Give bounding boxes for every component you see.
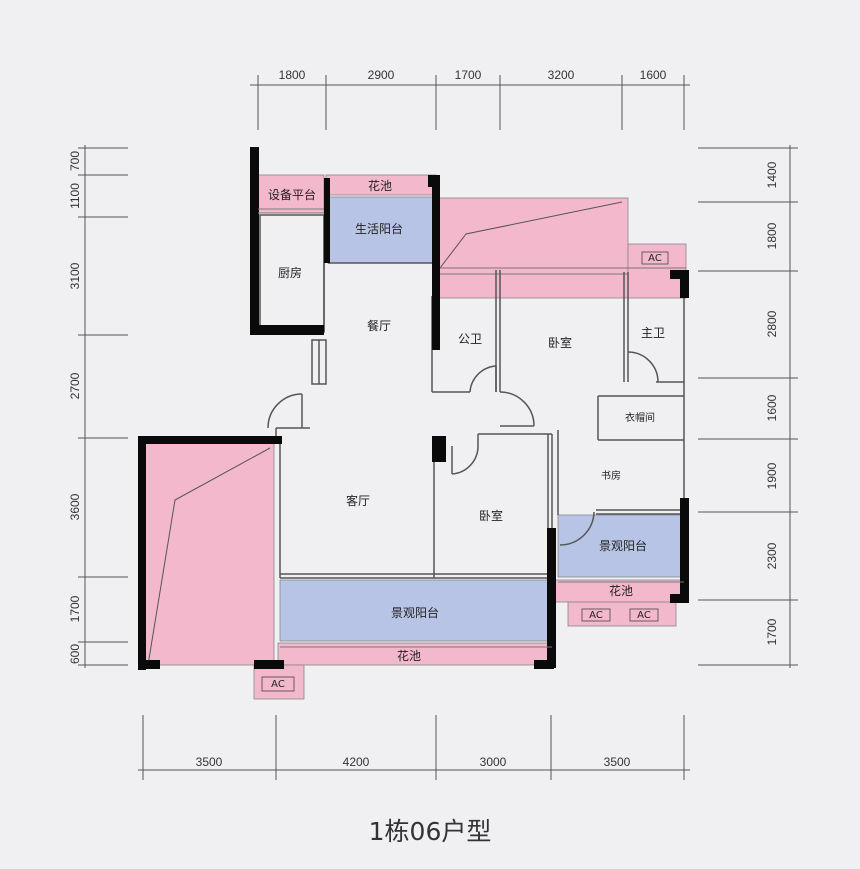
rail-lines xyxy=(438,267,686,275)
window-lines xyxy=(258,208,684,648)
dim-top-4: 3200 xyxy=(548,68,575,82)
dim-bottom-4: 3500 xyxy=(604,755,631,769)
ac-label: AC xyxy=(589,610,603,621)
room-view-balcony-right: 景观阳台 xyxy=(599,538,647,553)
room-bedroom-south: 卧室 xyxy=(479,508,503,523)
room-utility-balcony: 生活阳台 xyxy=(355,221,403,236)
blue-areas xyxy=(279,196,685,642)
room-living: 客厅 xyxy=(346,493,370,508)
dim-right-3: 2800 xyxy=(765,310,779,337)
pink-areas xyxy=(142,174,687,700)
slope-lines xyxy=(147,201,623,666)
dim-top-1: 1800 xyxy=(279,68,306,82)
room-public-bath: 公卫 xyxy=(458,332,482,346)
dim-left-7: 600 xyxy=(68,644,82,664)
dim-right-7: 1700 xyxy=(765,618,779,645)
dim-right-2: 1800 xyxy=(765,222,779,249)
exterior-walls xyxy=(138,147,689,670)
room-master-bath: 主卫 xyxy=(641,326,665,340)
ac-label: AC xyxy=(648,253,662,264)
dim-bottom-1: 3500 xyxy=(196,755,223,769)
dim-bottom-2: 4200 xyxy=(343,755,370,769)
room-view-balcony-main: 景观阳台 xyxy=(391,605,439,620)
dim-left-4: 2700 xyxy=(68,372,82,399)
dimension-lines xyxy=(78,75,798,780)
dim-left-5: 3600 xyxy=(68,493,82,520)
north-balcony-area xyxy=(437,197,629,299)
room-planter-bottom: 花池 xyxy=(397,648,421,663)
dim-top-2: 2900 xyxy=(368,68,395,82)
ac-label: AC xyxy=(271,679,285,690)
room-planter-right: 花池 xyxy=(609,583,633,598)
dim-left-6: 1700 xyxy=(68,595,82,622)
dim-top-3: 1700 xyxy=(455,68,482,82)
view-balcony-main-area xyxy=(279,579,553,642)
ac-platform-sw xyxy=(253,664,305,700)
equipment-platform-area xyxy=(257,174,325,214)
view-balcony-right-area xyxy=(557,514,685,578)
dim-right-5: 1900 xyxy=(765,462,779,489)
dim-bottom-3: 3000 xyxy=(480,755,507,769)
ac-label: AC xyxy=(637,610,651,621)
room-planter-top: 花池 xyxy=(368,178,392,193)
dim-left-3: 3100 xyxy=(68,262,82,289)
plan-caption: 1栋06户型 xyxy=(368,817,492,846)
room-equipment-platform: 设备平台 xyxy=(268,187,316,202)
room-study: 书房 xyxy=(601,469,621,482)
room-dining: 餐厅 xyxy=(367,318,391,333)
ac-icon xyxy=(581,608,611,622)
dim-right-6: 2300 xyxy=(765,542,779,569)
dim-left-2: 1100 xyxy=(68,183,82,209)
dim-left-1: 700 xyxy=(68,151,82,171)
room-kitchen: 厨房 xyxy=(278,265,302,280)
ac-icon xyxy=(641,251,669,265)
room-bedroom-north: 卧室 xyxy=(548,335,572,350)
southwest-terrace xyxy=(142,439,275,666)
ac-platform-se xyxy=(567,601,677,627)
ac-icon xyxy=(261,676,295,692)
ac-units xyxy=(261,251,669,692)
dim-right-1: 1400 xyxy=(765,161,779,188)
dim-top-5: 1600 xyxy=(640,68,667,82)
room-closet: 衣帽间 xyxy=(625,411,655,424)
dim-right-4: 1600 xyxy=(765,394,779,421)
ac-icon xyxy=(629,608,659,622)
